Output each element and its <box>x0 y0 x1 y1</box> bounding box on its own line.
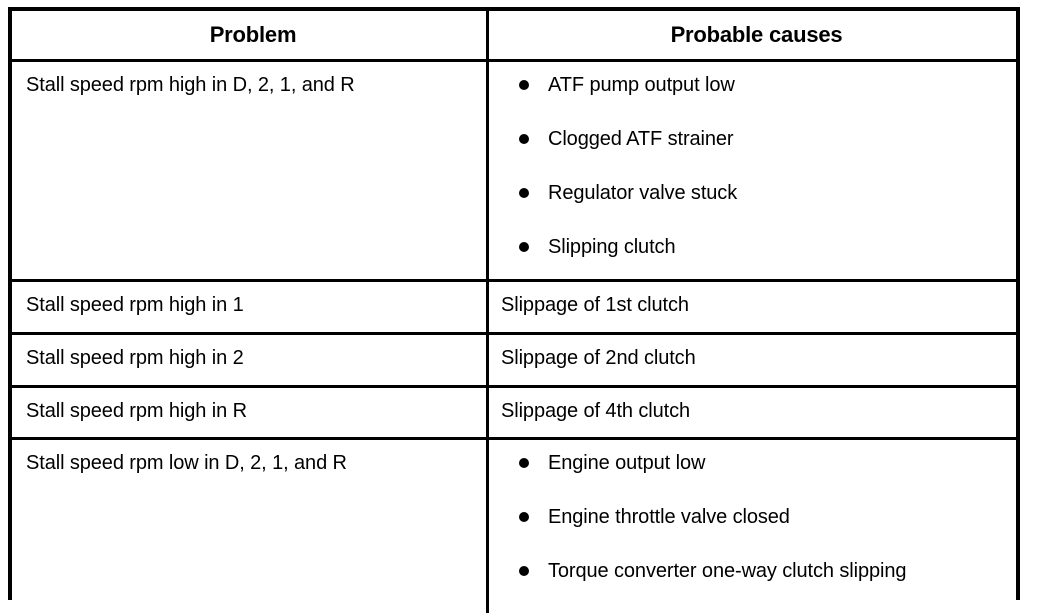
cause-label: Slipping clutch <box>548 236 676 258</box>
problem-label: Stall speed rpm high in 2 <box>26 347 244 369</box>
cell-causes: Slippage of 1st clutch <box>489 282 1016 332</box>
cell-problem: Stall speed rpm high in 2 <box>12 335 489 385</box>
table-row: Stall speed rpm high in 2 Slippage of 2n… <box>12 335 1016 388</box>
cause-label: Regulator valve stuck <box>548 182 738 204</box>
bullet-dot-icon <box>519 134 529 144</box>
header-cell-problem: Problem <box>12 11 489 59</box>
cell-problem: Stall speed rpm high in R <box>12 388 489 437</box>
cell-causes: Slippage of 4th clutch <box>489 388 1016 437</box>
cell-problem: Stall speed rpm high in 1 <box>12 282 489 332</box>
column-header-probable-causes: Probable causes <box>670 22 843 47</box>
causes-bullet-list: ATF pump output low Clogged ATF strainer… <box>497 73 1016 289</box>
bullet-dot-icon <box>519 242 529 252</box>
problem-label: Stall speed rpm low in D, 2, 1, and R <box>26 452 347 474</box>
cell-causes: Engine output low Engine throttle valve … <box>489 440 1016 613</box>
list-item: Slipping clutch <box>497 235 1016 289</box>
cause-label: Torque converter one-way clutch slipping <box>548 560 907 582</box>
causes-bullet-list: Engine output low Engine throttle valve … <box>497 451 1016 613</box>
list-item: Engine output low <box>497 451 1016 505</box>
header-cell-causes: Probable causes <box>489 11 1016 59</box>
list-item: ATF pump output low <box>497 73 1016 127</box>
table-row: Stall speed rpm high in 1 Slippage of 1s… <box>12 282 1016 335</box>
cause-label: Engine throttle valve closed <box>548 506 790 528</box>
list-item: Engine throttle valve closed <box>497 505 1016 559</box>
cell-problem: Stall speed rpm high in D, 2, 1, and R <box>12 62 489 279</box>
cause-label: Clogged ATF strainer <box>548 128 734 150</box>
problem-label: Stall speed rpm high in D, 2, 1, and R <box>26 74 355 96</box>
bullet-dot-icon <box>519 458 529 468</box>
table-row: Stall speed rpm low in D, 2, 1, and R En… <box>12 440 1016 613</box>
problem-label: Stall speed rpm high in 1 <box>26 294 244 316</box>
troubleshooting-table: Problem Probable causes Stall speed rpm … <box>8 7 1020 613</box>
list-item: Torque converter one-way clutch slipping <box>497 559 1016 613</box>
bullet-dot-icon <box>519 566 529 576</box>
list-item: Regulator valve stuck <box>497 181 1016 235</box>
cause-label: Slippage of 4th clutch <box>501 400 691 422</box>
table-row: Stall speed rpm high in R Slippage of 4t… <box>12 388 1016 440</box>
table-row: Stall speed rpm high in D, 2, 1, and R A… <box>12 62 1016 282</box>
problem-label: Stall speed rpm high in R <box>26 400 247 422</box>
cell-causes: ATF pump output low Clogged ATF strainer… <box>489 62 1016 279</box>
table-header-row: Problem Probable causes <box>12 11 1016 62</box>
cause-label: Slippage of 1st clutch <box>501 294 689 316</box>
cause-label: Engine output low <box>548 452 706 474</box>
bullet-dot-icon <box>519 80 529 90</box>
cell-causes: Slippage of 2nd clutch <box>489 335 1016 385</box>
column-header-problem: Problem <box>209 22 297 47</box>
cause-label: Slippage of 2nd clutch <box>501 347 696 369</box>
cause-label: ATF pump output low <box>548 74 735 96</box>
bullet-dot-icon <box>519 188 529 198</box>
bullet-dot-icon <box>519 512 529 522</box>
list-item: Clogged ATF strainer <box>497 127 1016 181</box>
cell-problem: Stall speed rpm low in D, 2, 1, and R <box>12 440 489 613</box>
